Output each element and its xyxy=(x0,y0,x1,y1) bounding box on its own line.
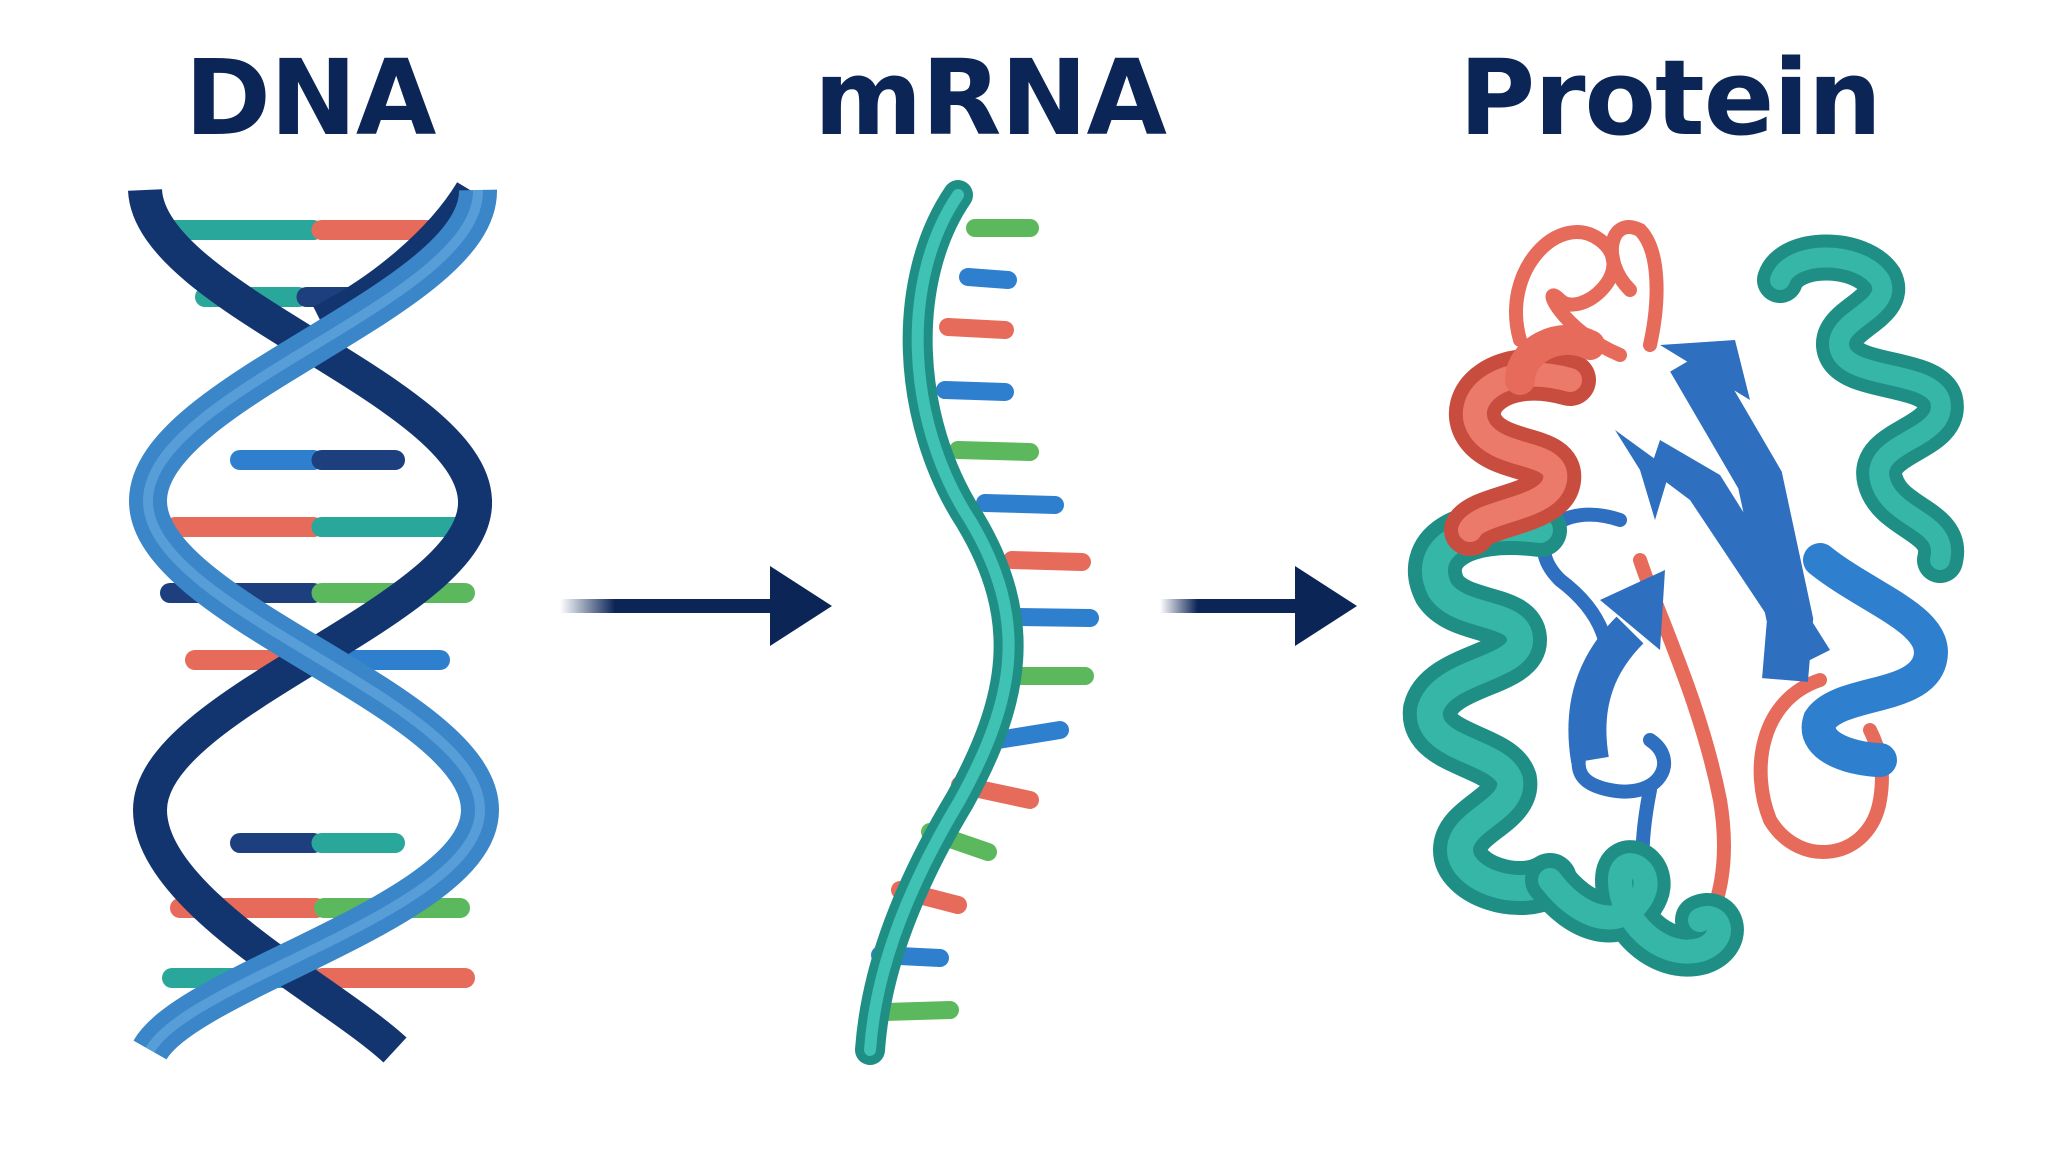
beta-strand-arrowhead xyxy=(1600,570,1665,650)
mrna-base xyxy=(1003,551,1091,571)
right-arrow-icon xyxy=(560,566,832,646)
mrna-base xyxy=(939,318,1014,339)
stage-title-dna: DNA xyxy=(184,37,437,159)
protein-loop xyxy=(1509,225,1627,362)
right-arrow-icon xyxy=(1160,566,1357,646)
stage-title-protein: Protein xyxy=(1459,37,1882,159)
protein-loop xyxy=(1604,220,1664,352)
protein-helix xyxy=(1525,840,1744,977)
dna-front-strand-highlight xyxy=(142,189,486,1053)
beta-strand-arrowhead xyxy=(1660,340,1750,400)
mrna-base xyxy=(989,721,1069,749)
dna-back-strand xyxy=(128,187,492,1063)
protein-helix xyxy=(1402,501,1577,915)
stage-title-mrna: mRNA xyxy=(814,37,1167,159)
mrna-bases xyxy=(871,219,1099,1021)
mrna-base xyxy=(976,494,1064,514)
mrna-backbone-highlight xyxy=(864,189,1015,1056)
protein-helix xyxy=(1757,234,1964,583)
protein-helix xyxy=(1444,348,1596,556)
mrna-base xyxy=(1009,608,1099,627)
mrna-base xyxy=(876,1001,959,1021)
mrna-base xyxy=(936,381,1014,401)
double-helix-icon xyxy=(128,182,500,1063)
mrna-base xyxy=(959,268,1017,289)
beta-strand-arrow xyxy=(1670,348,1814,682)
beta-strand-arrowhead xyxy=(1615,430,1670,520)
protein-helix xyxy=(1801,543,1948,777)
single-strand-rna-icon xyxy=(855,180,1099,1065)
folded-protein-ribbon-icon xyxy=(1402,220,1964,977)
protein-loop xyxy=(1505,325,1605,395)
beta-strand-arrow xyxy=(1568,616,1644,764)
mrna-base xyxy=(949,441,1039,461)
